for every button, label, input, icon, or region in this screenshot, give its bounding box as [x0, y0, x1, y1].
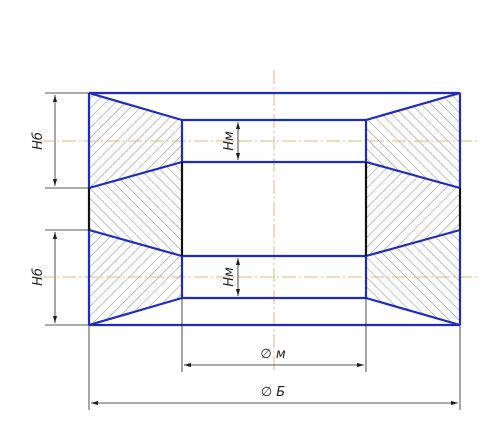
label-height-small-bottom: Нм [222, 267, 237, 287]
label-height-big-top: Нб [31, 132, 46, 150]
bottom-inner-rect [180, 254, 368, 300]
label-diameter-big: ∅ Б [261, 385, 285, 400]
label-height-small-top: Нм [222, 131, 237, 151]
hatched-sections [89, 93, 460, 325]
section-bottom-left [89, 230, 182, 325]
section-top-left [89, 93, 182, 188]
top-inner-rect [180, 118, 368, 164]
outline [87, 91, 462, 327]
dimensions [45, 92, 461, 410]
section-bottom-right [366, 230, 460, 325]
section-middle-left [89, 162, 182, 256]
label-height-big-bottom: Нб [31, 268, 46, 286]
section-top-right [366, 93, 460, 188]
section-middle-right [366, 162, 460, 256]
label-diameter-small: ∅ м [260, 347, 285, 362]
bore-edges [87, 162, 462, 256]
dimension-labels: Нб Нб Нм Нм ∅ м ∅ Б [31, 131, 286, 400]
